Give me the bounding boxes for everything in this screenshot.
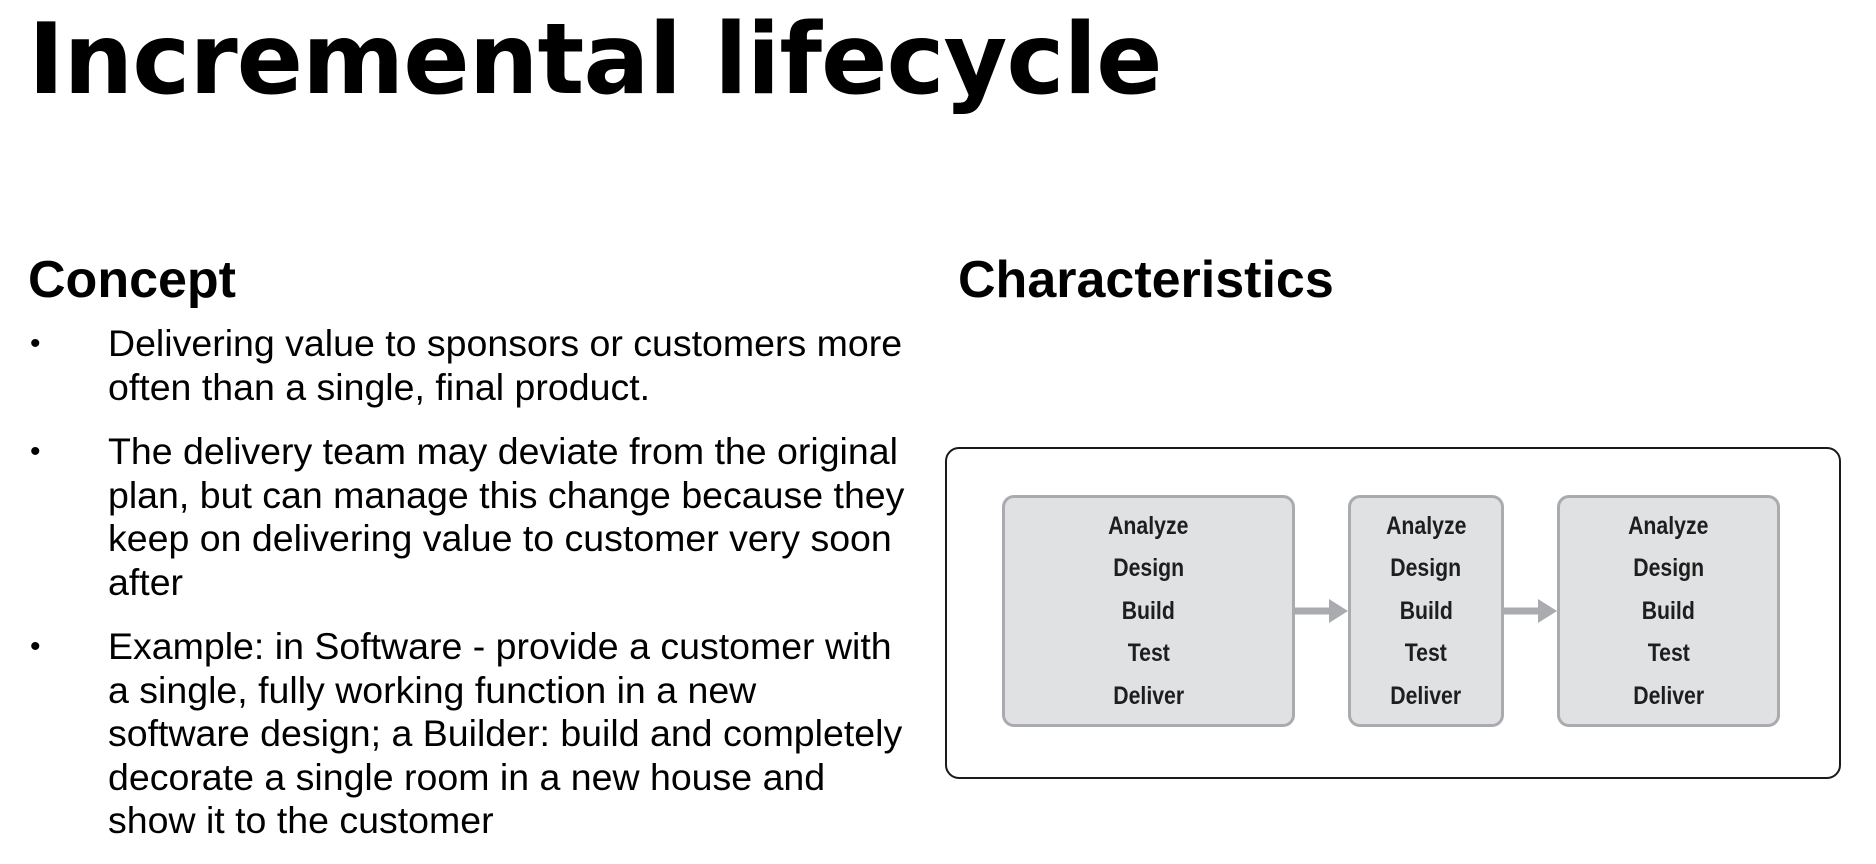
- bullet-marker: •: [30, 435, 41, 468]
- increment-box-2: Analyze Design Build Test Deliver: [1348, 495, 1504, 727]
- slide-title: Incremental lifecycle: [28, 3, 1163, 117]
- bullet-marker: •: [30, 327, 41, 360]
- step-label: Analyze: [1628, 511, 1709, 540]
- step-label: Design: [1113, 554, 1184, 583]
- step-label: Design: [1390, 554, 1462, 583]
- bullet-item: • Example: in Software - provide a custo…: [28, 625, 908, 843]
- arrow-right-icon: [1295, 599, 1348, 623]
- concept-bullet-list: • Delivering value to sponsors or custom…: [28, 322, 908, 864]
- step-label: Analyze: [1108, 511, 1189, 540]
- step-label: Build: [1641, 596, 1696, 625]
- bullet-item: • Delivering value to sponsors or custom…: [28, 322, 908, 409]
- bullet-marker: •: [30, 630, 41, 663]
- bullet-item: • The delivery team may deviate from the…: [28, 430, 908, 604]
- step-label: Design: [1633, 554, 1704, 583]
- step-label: Test: [1647, 639, 1690, 668]
- step-label: Deliver: [1390, 681, 1462, 710]
- increment-box-3: Analyze Design Build Test Deliver: [1557, 495, 1780, 727]
- step-label: Build: [1399, 596, 1453, 625]
- step-label: Deliver: [1633, 681, 1704, 710]
- step-label: Test: [1127, 639, 1170, 668]
- bullet-text: Delivering value to sponsors or customer…: [108, 322, 903, 408]
- increment-box-1: Analyze Design Build Test Deliver: [1002, 495, 1295, 727]
- step-label: Test: [1404, 639, 1448, 668]
- step-label: Deliver: [1113, 681, 1184, 710]
- step-label: Analyze: [1385, 511, 1467, 540]
- bullet-text: The delivery team may deviate from the o…: [108, 430, 905, 603]
- step-label: Build: [1121, 596, 1176, 625]
- arrow-right-icon: [1504, 599, 1557, 623]
- bullet-text: Example: in Software - provide a custome…: [108, 625, 903, 841]
- concept-heading: Concept: [28, 251, 236, 309]
- characteristics-heading: Characteristics: [958, 251, 1334, 309]
